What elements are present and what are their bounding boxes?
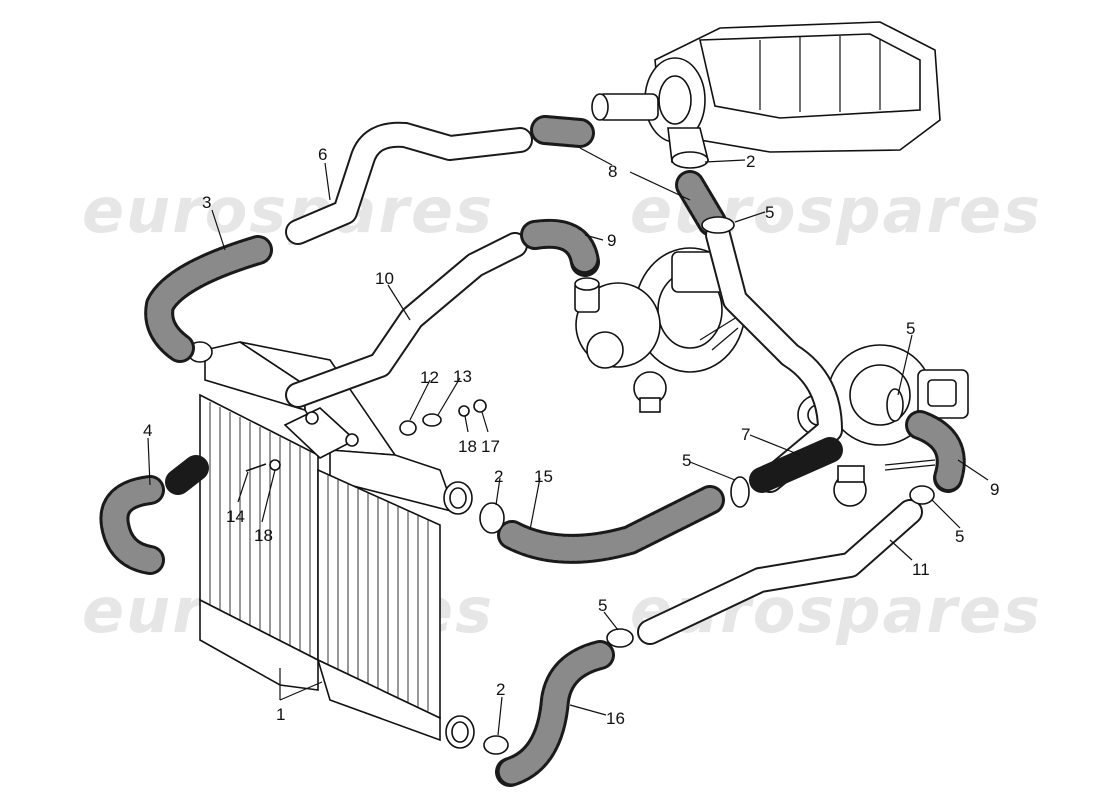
- clamp-5-right-turbo: [886, 388, 904, 422]
- callout-3: 3: [202, 193, 211, 212]
- leader-lines: [147, 147, 989, 736]
- bolt-14: [245, 463, 267, 472]
- callout-14: 14: [226, 507, 245, 526]
- callout-2-hose-15: 2: [494, 467, 503, 486]
- callout-12: 12: [420, 368, 439, 387]
- callout-17: 17: [481, 437, 500, 456]
- hoses-and-pipes: [99, 115, 966, 787]
- callout-10: 10: [375, 269, 394, 288]
- clamp-5-pipe-11: [909, 485, 935, 505]
- callout-5-pipe-7: 5: [682, 451, 691, 470]
- callout-18-left: 18: [254, 526, 273, 545]
- callout-11: 11: [912, 560, 930, 579]
- callout-4: 4: [143, 421, 152, 440]
- washer-18-left: [269, 459, 281, 471]
- callout-18-right: 18: [458, 437, 477, 456]
- callout-5-right-turbo: 5: [906, 319, 915, 338]
- clamp-2-top: [671, 151, 709, 169]
- callout-6: 6: [318, 145, 327, 164]
- clamp-2-bottom: [483, 735, 509, 755]
- callout-9-top: 9: [607, 231, 616, 250]
- callout-9-right: 9: [990, 480, 999, 499]
- callout-labels: 6 3 4 10 9 8 2 5 5 7 5 9 5 11 15 2 5 16 …: [143, 145, 999, 728]
- callout-2-top: 2: [746, 152, 755, 171]
- callout-2-bottom: 2: [496, 680, 505, 699]
- clamp-5-pipe-7: [730, 476, 750, 508]
- clamp-5-top: [701, 216, 735, 234]
- pipe-7: [749, 437, 843, 493]
- intercooler-fins: [209, 402, 429, 711]
- callout-13: 13: [453, 367, 472, 386]
- clamps-and-hardware: [245, 151, 935, 755]
- washer-18-right: [458, 405, 470, 417]
- callout-8: 8: [608, 162, 617, 181]
- throttle-body-assembly: [591, 21, 941, 163]
- nut-17: [473, 399, 487, 413]
- callout-16: 16: [606, 709, 625, 728]
- callout-5-top: 5: [765, 203, 774, 222]
- clamp-5-hose-16: [606, 628, 634, 648]
- clamp-2-hose-15: [479, 502, 505, 534]
- callout-15: 15: [534, 467, 553, 486]
- callout-5-pipe-11: 5: [955, 527, 964, 546]
- callout-5-hose-16: 5: [598, 596, 607, 615]
- pipe-4-stub: [165, 455, 209, 495]
- intercooler: [187, 341, 475, 749]
- callout-7: 7: [741, 425, 750, 444]
- bushing-12: [399, 420, 417, 436]
- callout-1: 1: [276, 705, 285, 724]
- spacer-13: [422, 413, 442, 427]
